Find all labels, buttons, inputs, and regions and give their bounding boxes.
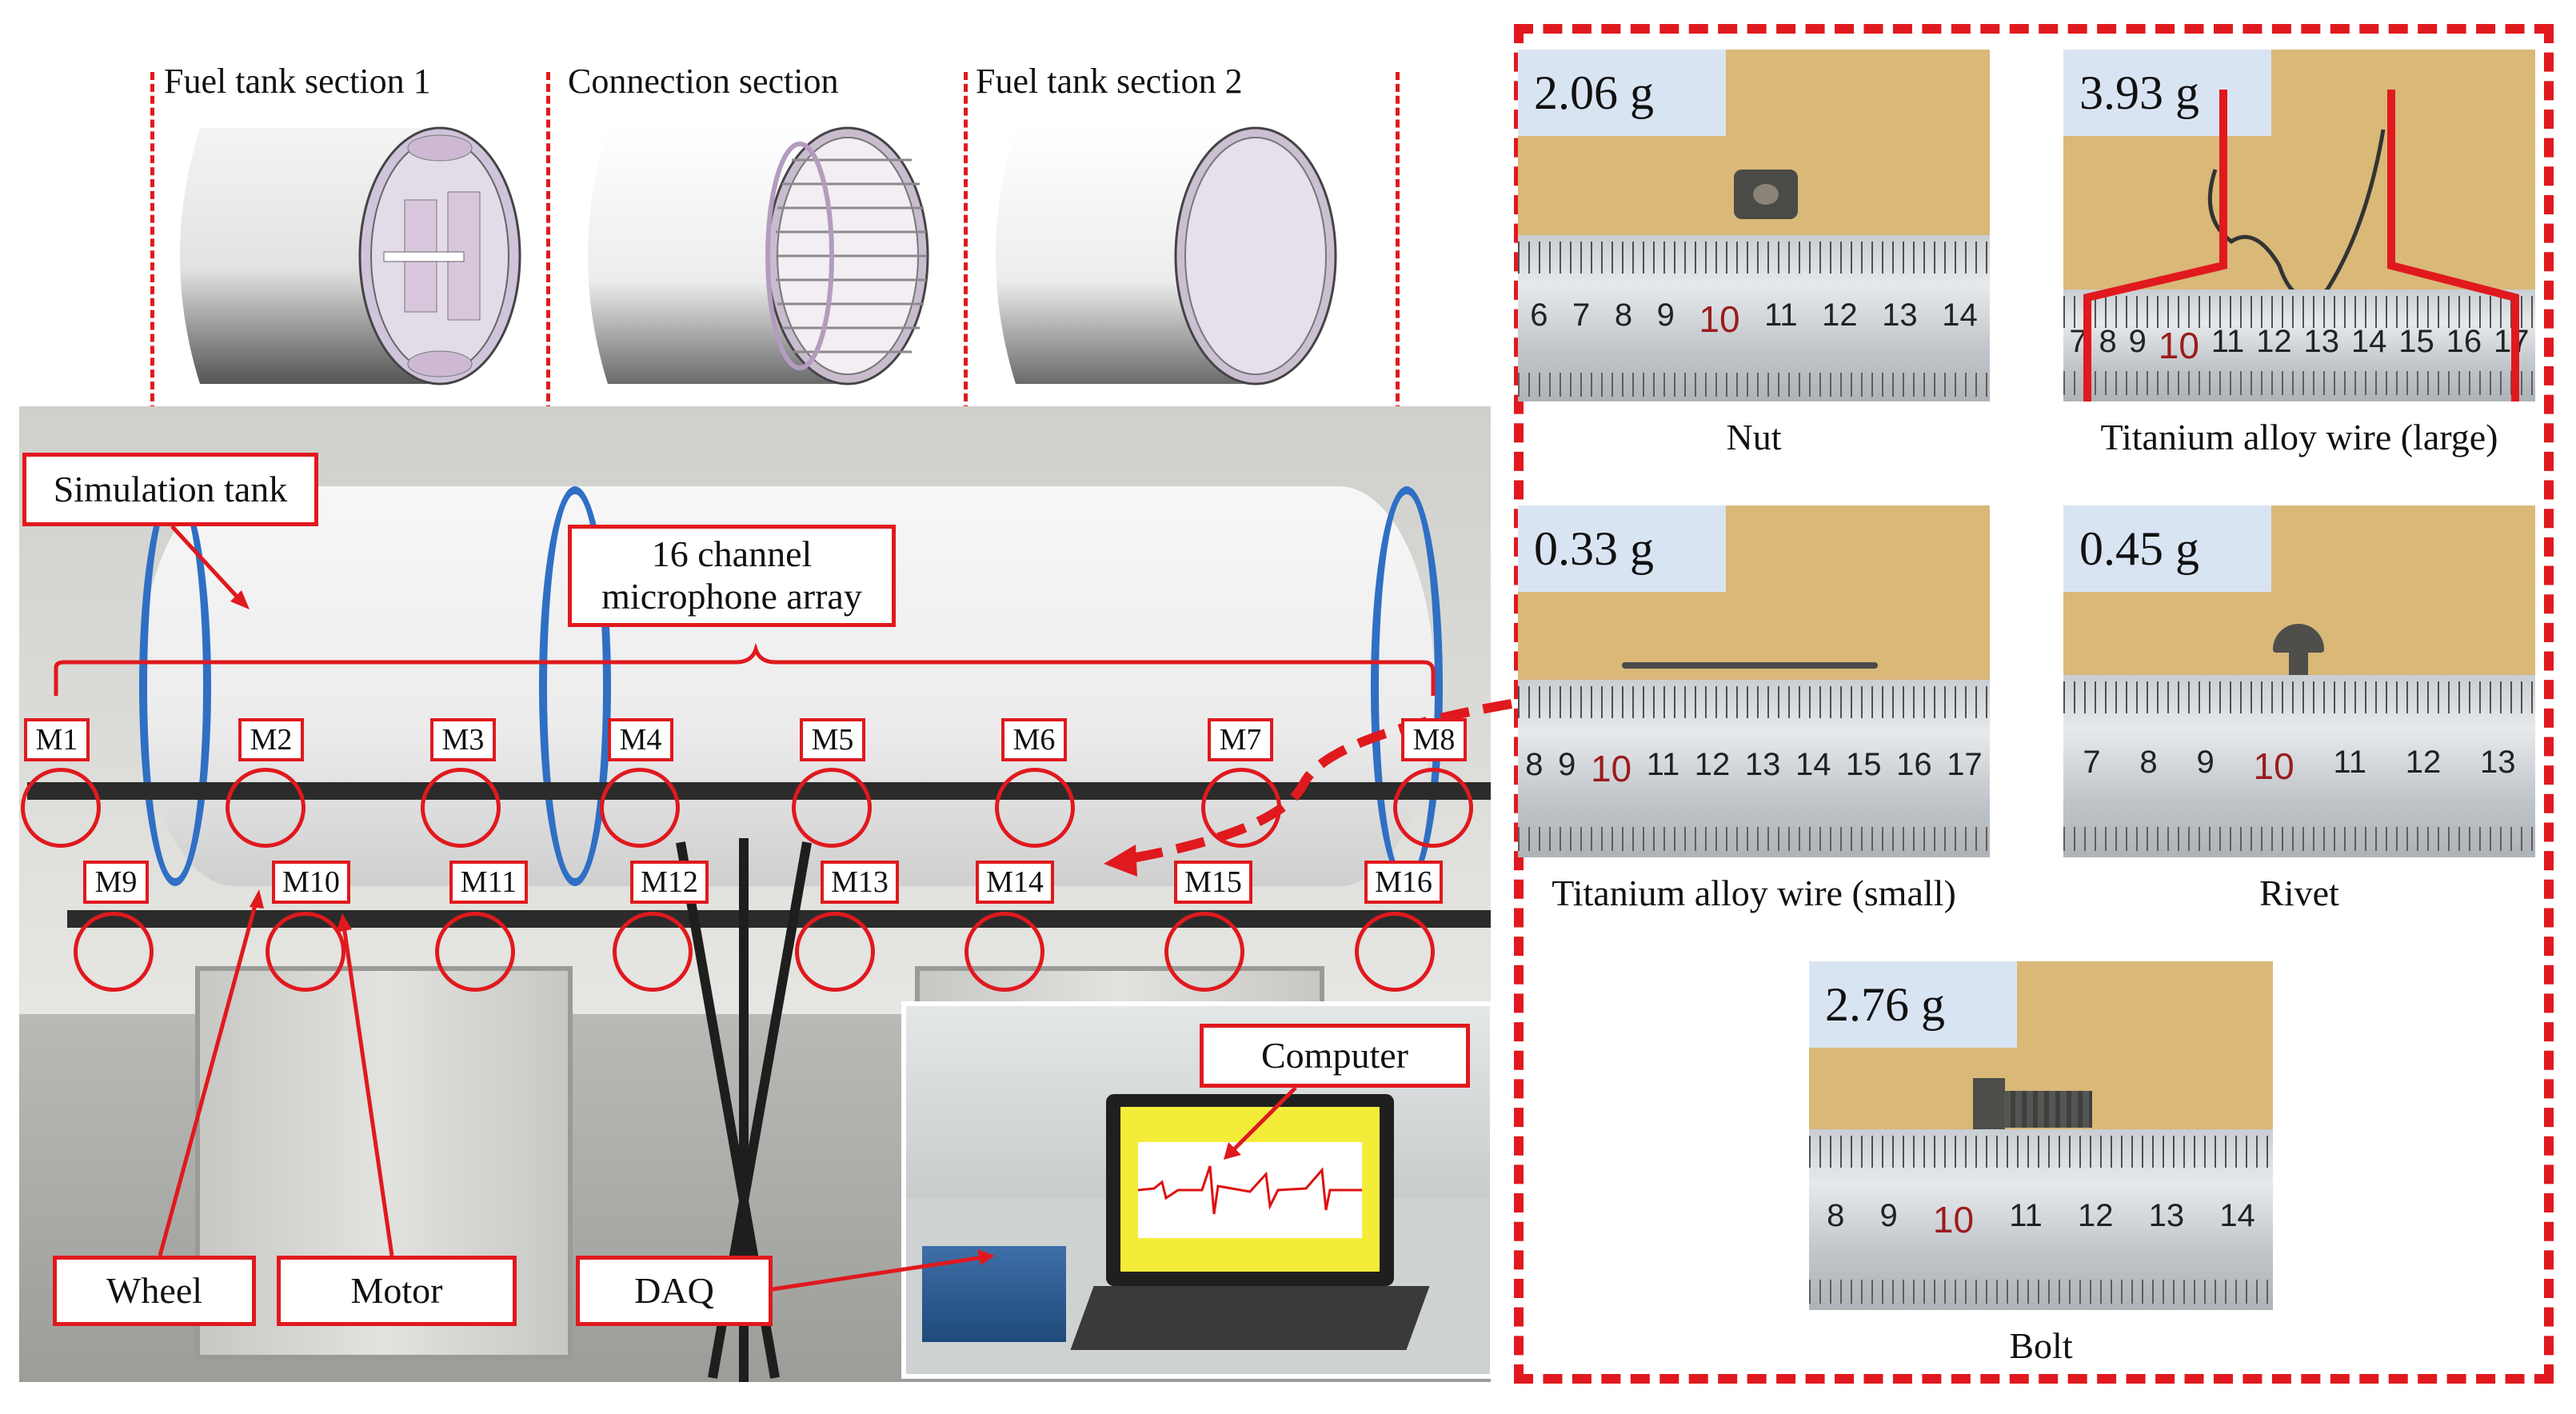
mic-ring-m11: [435, 912, 515, 992]
fuel-tank-section1-cad: [180, 126, 521, 385]
computer-label: Computer: [1200, 1024, 1470, 1088]
wire-small-mass: 0.33 g: [1518, 505, 1726, 592]
mic-ring-m15: [1164, 912, 1244, 992]
mic-label-m16: M16: [1364, 861, 1443, 904]
mic-label-m7: M7: [1208, 718, 1273, 761]
mic-ring-m16: [1355, 912, 1435, 992]
mic-label-m10: M10: [272, 861, 350, 904]
mic-ring-m9: [74, 912, 154, 992]
simulation-tank-label: Simulation tank: [22, 453, 318, 526]
guide-line: [546, 72, 550, 592]
fuel-tank-section2-title: Fuel tank section 2: [976, 62, 1243, 101]
mic-ring-m10: [266, 912, 345, 992]
daq-label: DAQ: [576, 1256, 773, 1326]
mic-label-m11: M11: [449, 861, 528, 904]
mic-ring-m2: [226, 768, 306, 848]
mic-ring-m7: [1201, 768, 1281, 848]
mic-label-m5: M5: [800, 718, 865, 761]
motor-label: Motor: [277, 1256, 517, 1326]
mic-ring-m12: [613, 912, 693, 992]
fuel-tank-section1-title: Fuel tank section 1: [164, 62, 431, 101]
waveform: [1138, 1165, 1362, 1215]
wire-large-mass: 3.93 g: [2063, 50, 2271, 136]
mic-label-m6: M6: [1001, 718, 1067, 761]
mic-label-m1: M1: [24, 718, 90, 761]
wire-large-zoom-lines: [2083, 90, 2519, 401]
mic-ring-m3: [421, 768, 501, 848]
mic-ring-m5: [792, 768, 872, 848]
mic-array-label-line2: microphone array: [601, 576, 862, 617]
mic-ring-m14: [965, 912, 1044, 992]
fuel-tank-section2-cad: [996, 126, 1337, 385]
connection-section-title: Connection section: [568, 62, 839, 101]
wire-large-shape: [2207, 129, 2386, 300]
mic-label-m13: M13: [821, 861, 899, 904]
mic-ring-m6: [995, 768, 1075, 848]
rivet-caption: Rivet: [2259, 873, 2339, 913]
mic-label-m14: M14: [976, 861, 1054, 904]
bolt-mass: 2.76 g: [1809, 961, 2017, 1048]
wheel-label: Wheel: [53, 1256, 256, 1326]
rivet-mass: 0.45 g: [2063, 505, 2271, 592]
mic-label-m15: M15: [1174, 861, 1252, 904]
wire-small-caption: Titanium alloy wire (small): [1552, 873, 1956, 913]
mic-array-label: 16 channel microphone array: [568, 525, 896, 627]
wire-large-caption: Titanium alloy wire (large): [2100, 417, 2498, 457]
cad-renderings: [180, 126, 1337, 385]
guide-line: [964, 72, 968, 592]
mic-ring-m13: [795, 912, 875, 992]
mic-ring-m4: [600, 768, 680, 848]
nut-caption: Nut: [1726, 417, 1782, 457]
mic-label-m4: M4: [608, 718, 673, 761]
connection-section-cad: [588, 126, 929, 385]
mic-label-m2: M2: [238, 718, 304, 761]
nut-mass: 2.06 g: [1518, 50, 1726, 136]
mic-array-label-line1: 16 channel: [651, 533, 813, 575]
mic-label-m3: M3: [430, 718, 496, 761]
mic-label-m8: M8: [1401, 718, 1467, 761]
mic-label-m12: M12: [630, 861, 709, 904]
mic-ring-m1: [21, 768, 101, 848]
bolt-caption: Bolt: [2009, 1325, 2073, 1366]
guide-line: [150, 72, 154, 592]
guide-line: [1396, 72, 1400, 592]
mic-label-m9: M9: [83, 861, 149, 904]
mic-ring-m8: [1393, 768, 1473, 848]
daq-inset-photo: [901, 1001, 1495, 1379]
